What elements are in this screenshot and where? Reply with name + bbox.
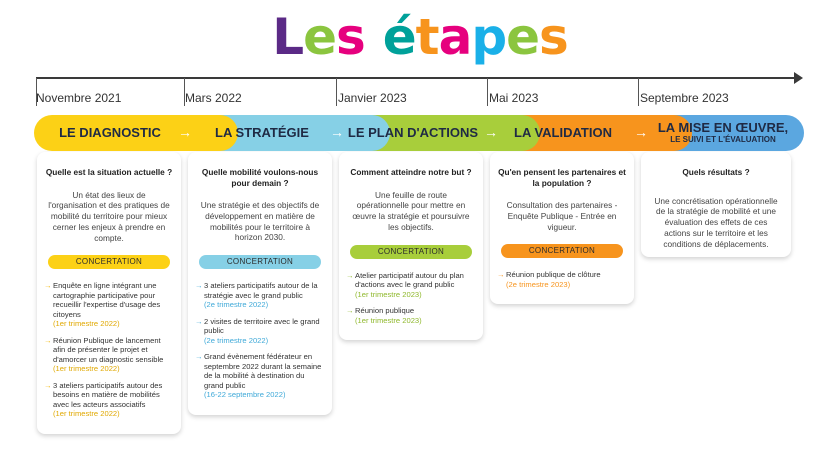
timeline-line xyxy=(36,77,798,79)
title-letter: p xyxy=(471,8,507,66)
phase-label-diagnostic: LE DIAGNOSTIC xyxy=(59,125,161,140)
concertation-badge: CONCERTATION xyxy=(199,255,321,270)
phase-label-validation: LA VALIDATION xyxy=(514,125,612,140)
arrow-right-icon: → xyxy=(195,316,203,326)
concertation-badge: CONCERTATION xyxy=(501,244,623,259)
title-letter: s xyxy=(539,8,569,66)
title-letter: a xyxy=(438,8,473,66)
concertation-item: → Atelier participatif autour du plan d'… xyxy=(346,270,464,299)
timeline-date: Janvier 2023 xyxy=(338,91,407,105)
phase-card-plan-actions: Comment atteindre notre but ? Une feuill… xyxy=(339,152,483,341)
timeline-tick xyxy=(36,78,37,106)
timeline-date: Novembre 2021 xyxy=(36,91,122,105)
arrow-right-icon: → xyxy=(44,281,52,291)
card-question: Quels résultats ? xyxy=(682,167,750,177)
concertation-item: → Réunion publique (1er trimestre 2023) xyxy=(346,306,422,325)
arrow-right-icon: → xyxy=(346,306,354,316)
arrow-right-icon: → xyxy=(195,352,203,362)
concertation-item: → Enquête en ligne intégrant une cartogr… xyxy=(44,281,161,329)
arrow-right-icon: → xyxy=(497,270,505,280)
timeline-date: Mai 2023 xyxy=(489,91,539,105)
concertation-item: → 3 ateliers participatifs autour de la … xyxy=(195,281,318,310)
timeline-date: Septembre 2023 xyxy=(640,91,729,105)
arrow-right-icon: → xyxy=(44,335,52,345)
timeline-date: Mars 2022 xyxy=(185,91,242,105)
card-question: Quelle est la situation actuelle ? xyxy=(45,167,173,177)
arrow-right-icon: → xyxy=(484,124,498,140)
title-letter: e xyxy=(303,8,337,66)
concertation-item: → Grand évènement fédérateur en septembr… xyxy=(195,352,322,400)
phase-band-diagnostic xyxy=(34,115,238,151)
phase-card-diagnostic: Quelle est la situation actuelle ? Un ét… xyxy=(37,152,181,434)
timeline-arrow-icon xyxy=(794,72,803,84)
concertation-item: → Réunion Publique de lancement afin de … xyxy=(44,335,164,374)
timeline-tick xyxy=(638,78,639,106)
phase-label-strategie: LA STRATÉGIE xyxy=(215,125,309,140)
concertation-item: → Réunion publique de clôture (2e trimes… xyxy=(497,270,601,289)
concertation-badge: CONCERTATION xyxy=(48,255,170,270)
title-letter: é xyxy=(382,8,417,66)
arrow-right-icon: → xyxy=(634,124,648,140)
phase-label-plan-actions: LE PLAN D'ACTIONS xyxy=(347,125,479,140)
phase-card-mise-en-oeuvre: Quels résultats ? Une concrétisation opé… xyxy=(641,152,791,258)
title-letter: t xyxy=(415,8,440,66)
card-description: Consultation des partenaires - Enquête P… xyxy=(506,200,618,232)
arrow-right-icon: → xyxy=(195,281,203,291)
title-letter: L xyxy=(272,8,304,66)
arrow-right-icon: → xyxy=(178,124,192,140)
concertation-item: → 3 ateliers participatifs autour des be… xyxy=(44,380,163,419)
title-letter: e xyxy=(506,8,540,66)
arrow-right-icon: → xyxy=(44,380,52,390)
card-question: Comment atteindre notre but ? xyxy=(350,167,472,177)
title-letter: s xyxy=(335,8,366,66)
phase-card-strategie: Quelle mobilité voulons-nous pour demain… xyxy=(188,152,332,415)
phase-label-mise-en-oeuvre: LA MISE EN ŒUVRE, LE SUIVI ET L'ÉVALUATI… xyxy=(657,120,789,145)
concertation-badge: CONCERTATION xyxy=(350,244,472,259)
card-question: Qu'en pensent les partenaires et la popu… xyxy=(498,167,626,188)
arrow-right-icon: → xyxy=(346,270,354,280)
timeline-tick xyxy=(487,78,488,106)
card-description: Une stratégie et des objectifs de dévelo… xyxy=(200,200,320,243)
phase-card-validation: Qu'en pensent les partenaires et la popu… xyxy=(490,152,634,305)
concertation-item: → 2 visites de territoire avec le grand … xyxy=(195,316,320,345)
timeline-tick xyxy=(336,78,337,106)
timeline-tick xyxy=(184,78,185,106)
card-description: Un état des lieux de l'organisation et d… xyxy=(48,189,170,243)
card-question: Quelle mobilité voulons-nous pour demain… xyxy=(201,167,319,188)
arrow-right-icon: → xyxy=(330,124,344,140)
card-description: Une feuille de route opérationnelle pour… xyxy=(352,189,470,232)
card-description: Une concrétisation opérationnelle de la … xyxy=(654,195,778,249)
